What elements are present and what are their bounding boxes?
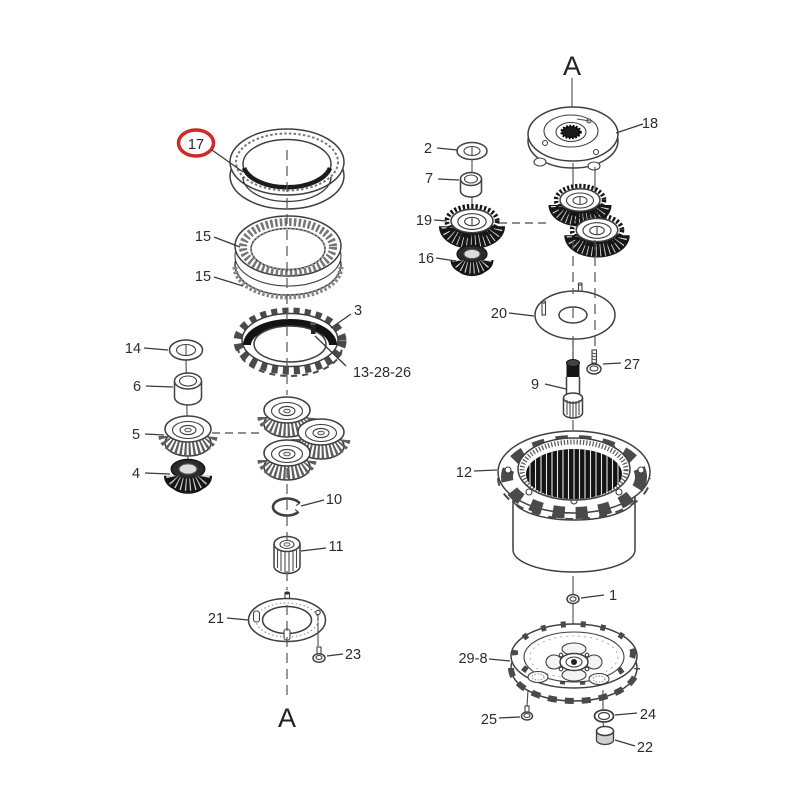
callout-17: 17 bbox=[188, 137, 204, 153]
callout-18: 18 bbox=[642, 116, 658, 132]
callout-labels: 17 15 15 3 13-28-26 14 6 5 4 10 11 21 23… bbox=[125, 51, 658, 756]
callout-15a: 15 bbox=[195, 229, 211, 245]
callout-4: 4 bbox=[132, 466, 140, 482]
highlight-annotation bbox=[176, 128, 244, 173]
part-15-bearing bbox=[232, 215, 344, 300]
callout-13-28-26: 13-28-26 bbox=[353, 365, 411, 381]
axis-label-bottom: A bbox=[278, 703, 296, 733]
callout-22: 22 bbox=[637, 740, 653, 756]
part-2-washer bbox=[456, 141, 488, 161]
part-16-roller-cage bbox=[457, 246, 487, 276]
callout-16: 16 bbox=[418, 251, 434, 267]
part-23-bolt bbox=[312, 622, 326, 663]
callout-27: 27 bbox=[624, 357, 640, 373]
part-7-bushing bbox=[459, 171, 483, 198]
part-5-gear bbox=[165, 416, 211, 456]
part-19-sun-gear bbox=[447, 206, 497, 248]
planet-gear-cluster bbox=[264, 397, 344, 480]
part-25-bolt bbox=[520, 689, 534, 721]
callout-23: 23 bbox=[345, 647, 361, 663]
callout-21: 21 bbox=[208, 611, 224, 627]
part-21-retainer-plate bbox=[247, 597, 327, 643]
part-9-shaft bbox=[562, 340, 584, 419]
part-27-bolt bbox=[586, 349, 602, 375]
assembly-connector-lines bbox=[212, 222, 548, 434]
callout-14: 14 bbox=[125, 341, 141, 357]
part-18-planet-carrier bbox=[527, 78, 619, 171]
leader-lines bbox=[143, 123, 644, 747]
part-12-gear-housing bbox=[497, 430, 651, 573]
callout-25: 25 bbox=[481, 712, 497, 728]
centerline-right bbox=[572, 240, 596, 432]
part-14-washer bbox=[168, 339, 204, 361]
callout-1: 1 bbox=[609, 588, 617, 604]
part-29-8-cover bbox=[508, 621, 640, 704]
part-13-28-26-pin bbox=[310, 322, 316, 334]
part-3-ring-gear bbox=[233, 307, 347, 377]
part-6-bushing bbox=[173, 372, 203, 406]
callout-15b: 15 bbox=[195, 269, 211, 285]
callout-9: 9 bbox=[531, 377, 539, 393]
axis-label-top: A bbox=[563, 51, 581, 81]
callout-10: 10 bbox=[326, 492, 342, 508]
callout-29-8: 29-8 bbox=[458, 651, 487, 667]
highlight-circle bbox=[176, 128, 216, 158]
callout-2: 2 bbox=[424, 141, 432, 157]
callout-12: 12 bbox=[456, 465, 472, 481]
part-1-plug bbox=[566, 576, 580, 627]
part-10-snap-ring bbox=[271, 497, 301, 517]
part-24-seal-ring bbox=[593, 690, 615, 723]
part-22-plug bbox=[595, 722, 615, 746]
part-20-thrust-plate bbox=[534, 282, 616, 340]
part-11-splined-coupling bbox=[273, 535, 301, 575]
callout-11: 11 bbox=[328, 539, 343, 555]
right-planet-gears bbox=[556, 163, 622, 257]
part-4-roller-cage bbox=[171, 459, 205, 493]
callout-7: 7 bbox=[425, 171, 433, 187]
callout-6: 6 bbox=[133, 379, 141, 395]
callout-24: 24 bbox=[640, 707, 656, 723]
callout-3: 3 bbox=[354, 303, 362, 319]
callout-20: 20 bbox=[491, 306, 507, 322]
callout-5: 5 bbox=[132, 427, 140, 443]
callout-19: 19 bbox=[416, 213, 432, 229]
